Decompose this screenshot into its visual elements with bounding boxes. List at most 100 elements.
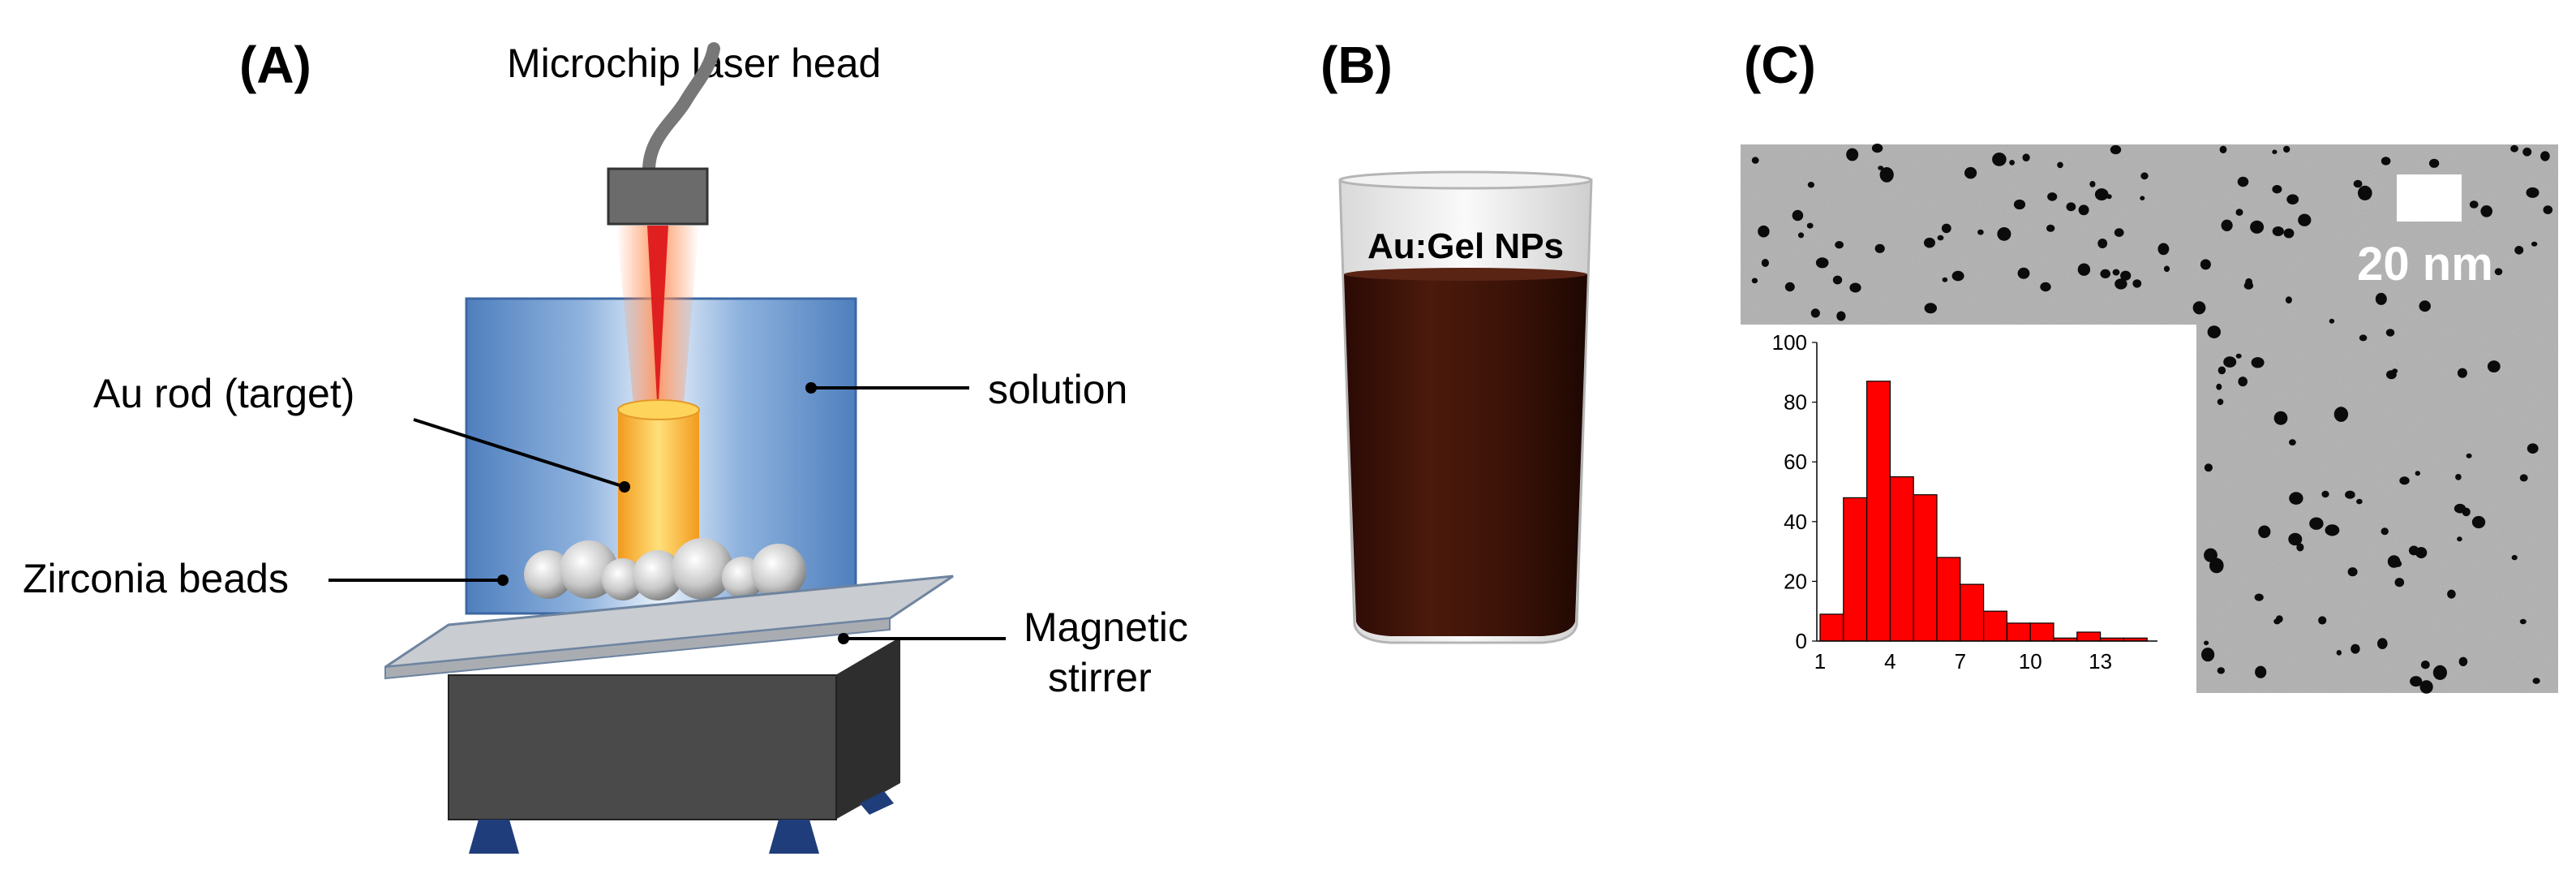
nanoparticle [2114,228,2124,237]
nanoparticle [2329,318,2335,324]
nanoparticle [2457,368,2467,378]
nanoparticle [1942,277,1948,282]
nanoparticle [2381,157,2391,166]
target-leader-dot [619,481,630,493]
nanoparticle [1797,232,1805,239]
y-tick-label: 100 [1772,330,1807,355]
nanoparticle [2298,213,2312,226]
nanoparticle [2235,353,2242,359]
nanoparticle [2514,246,2524,255]
scale-bar-label: 20 nm [2357,238,2493,291]
nanoparticle [2089,181,2096,187]
nanoparticle [2207,325,2221,338]
y-tick-label: 40 [1784,510,1807,534]
nanoparticle [2487,360,2501,372]
nanoparticle [1807,182,1814,188]
histogram-bar [2006,622,2031,642]
nanoparticle [2288,532,2303,546]
nanoparticle [1992,153,2007,166]
nanoparticle [2217,398,2224,406]
nanoparticle [2114,278,2127,290]
target-label: Au rod (target) [93,371,354,416]
nanoparticle [2022,153,2030,161]
nanoparticle [2192,301,2206,315]
nanoparticle [2132,279,2142,288]
solution-leader-dot [805,382,817,394]
nanoparticle [2237,176,2249,187]
nanoparticle [2013,199,2026,210]
nanoparticle [2511,554,2518,561]
stirrer-label-line1: Magnetic [1024,605,1188,650]
nanoparticle [2094,188,2109,201]
nanoparticle [2163,265,2170,273]
y-tick-label: 80 [1784,390,1807,415]
nanoparticle [2289,439,2296,445]
histogram-bar [1983,610,2008,642]
nanoparticle [2432,665,2447,681]
jar-rim [1338,170,1593,190]
x-tick-label: 10 [2019,649,2042,674]
laser-fiber-cable [642,42,720,177]
nanoparticle [2272,149,2278,154]
stirrer-foot [469,820,519,854]
nanoparticle [2347,567,2358,577]
nanoparticle [2358,185,2372,200]
nanoparticle [2353,179,2363,188]
nanoparticle [2522,147,2532,157]
nanoparticle [2336,650,2342,656]
nanoparticle [2258,525,2271,539]
laser-beam [647,226,668,415]
nanoparticle [1997,227,2011,241]
nanoparticle [2359,334,2368,342]
nanoparticle [2394,560,2402,567]
nanoparticle [2386,370,2397,380]
nanoparticle [2428,158,2440,168]
nanoparticle [2254,593,2264,601]
nanoparticle [2351,643,2360,654]
nanoparticle [2385,329,2395,337]
nanoparticle [2543,205,2553,214]
nanoparticle [2318,616,2327,625]
nanoparticle [1792,209,1804,222]
y-tick-label: 0 [1796,629,1807,653]
x-tick-label: 13 [2089,649,2112,674]
nanoparticle [1924,303,1937,314]
nanoparticle [2419,680,2433,694]
nanoparticle [2494,268,2503,276]
histogram-bar [1843,497,1868,642]
nanoparticle [1951,270,1964,282]
nanoparticle [2017,267,2030,279]
nanoparticle [2510,144,2518,153]
nanoparticle [2283,228,2295,239]
nanoparticle [1815,257,1829,269]
nanoparticle [1964,166,1977,179]
nanoparticle [2415,471,2420,476]
nanoparticle [1784,282,1795,292]
nanoparticle [2216,383,2222,390]
jar-label: Au:Gel NPs [1367,226,1564,266]
nanoparticle [2273,411,2288,425]
nanoparticle [2457,536,2462,542]
stirrer-foot [769,820,819,854]
nanoparticle [2040,282,2051,292]
nanoparticle [1871,144,1883,153]
nanoparticle [1761,259,1769,267]
x-tick-label: 1 [1814,649,1826,674]
nanoparticle [1878,166,1884,170]
nanoparticle [1846,148,1859,161]
nanoparticle [2394,578,2405,587]
nanoparticle [1941,223,1951,234]
nanoparticle [2120,270,2132,281]
nanoparticle [2009,160,2016,166]
nanoparticle [2531,241,2538,247]
nanoparticle [2532,678,2540,684]
jar-liquid-surface [1344,268,1587,281]
nanoparticle [2078,204,2089,216]
nanoparticle [2454,503,2467,514]
nanoparticle [1751,278,1758,284]
nanoparticle [2309,517,2324,530]
nanoparticle [2455,474,2462,480]
histogram-bar [1866,381,1891,642]
nanoparticle [2526,187,2540,198]
laser-head-box [607,167,709,226]
